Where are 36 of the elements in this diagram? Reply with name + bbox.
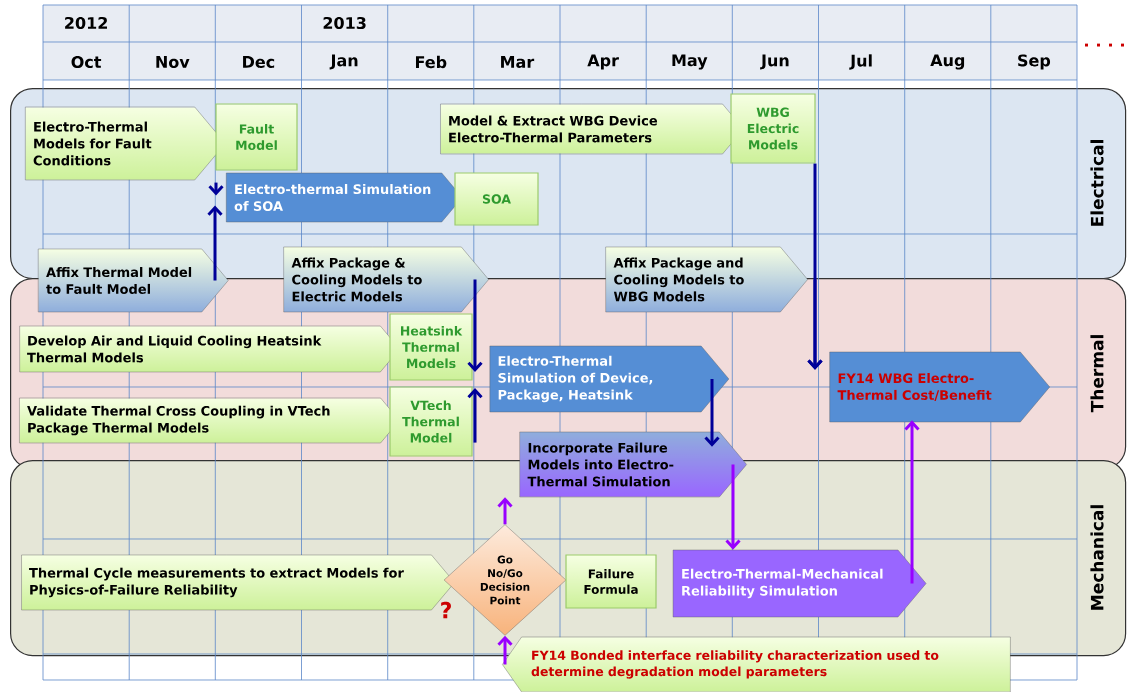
month-label: Jun bbox=[760, 54, 789, 70]
year-label: 2013 bbox=[323, 16, 366, 30]
process-block: FY14 WBG Electro-Thermal Cost/Benefit bbox=[829, 351, 1050, 423]
output-box: Heatsink Thermal Models bbox=[389, 313, 473, 381]
process-block: Incorporate Failure Models into Electro-Thermal Simulation bbox=[519, 431, 747, 498]
month-label: Jan bbox=[329, 54, 358, 70]
month-label: Sep bbox=[1018, 54, 1051, 70]
task-block: Affix Package and Cooling Models to WBG Models bbox=[605, 246, 808, 313]
arrow bbox=[807, 279, 823, 370]
arrow bbox=[467, 279, 483, 372]
process-block: Electro-Thermal-Mechanical Reliability Simulation bbox=[672, 549, 927, 618]
arrow bbox=[497, 497, 513, 525]
arrow bbox=[904, 420, 920, 584]
arrow bbox=[704, 379, 720, 447]
month-label: Dec bbox=[243, 56, 275, 68]
arrow bbox=[497, 635, 513, 665]
arrow bbox=[467, 388, 483, 443]
month-label: Aug bbox=[930, 54, 965, 70]
month-label: Jul bbox=[849, 54, 872, 70]
output-box: VTech Thermal Model bbox=[389, 386, 473, 457]
process-block: Electro-thermal Simulation of SOA bbox=[226, 172, 463, 223]
output-box: WBG Electric Models bbox=[730, 93, 816, 164]
task-block: Affix Thermal Model to Fault Model bbox=[38, 248, 229, 313]
output-box: Fault Model bbox=[215, 103, 298, 171]
month-label: Oct bbox=[71, 55, 102, 69]
output-box: SOA bbox=[454, 172, 539, 226]
month-label: Feb bbox=[416, 55, 447, 69]
output-box: Failure Formula bbox=[565, 554, 657, 609]
process-block: Electro-Thermal Simulation of Device, Package, Heatsink bbox=[489, 345, 730, 413]
arrow bbox=[207, 205, 223, 281]
month-label: May bbox=[672, 54, 708, 70]
month-label: Apr bbox=[587, 54, 619, 70]
month-label: Mar bbox=[501, 56, 535, 68]
arrow bbox=[725, 464, 741, 550]
month-label: Nov bbox=[156, 56, 190, 68]
year-label: 2012 bbox=[65, 16, 107, 30]
